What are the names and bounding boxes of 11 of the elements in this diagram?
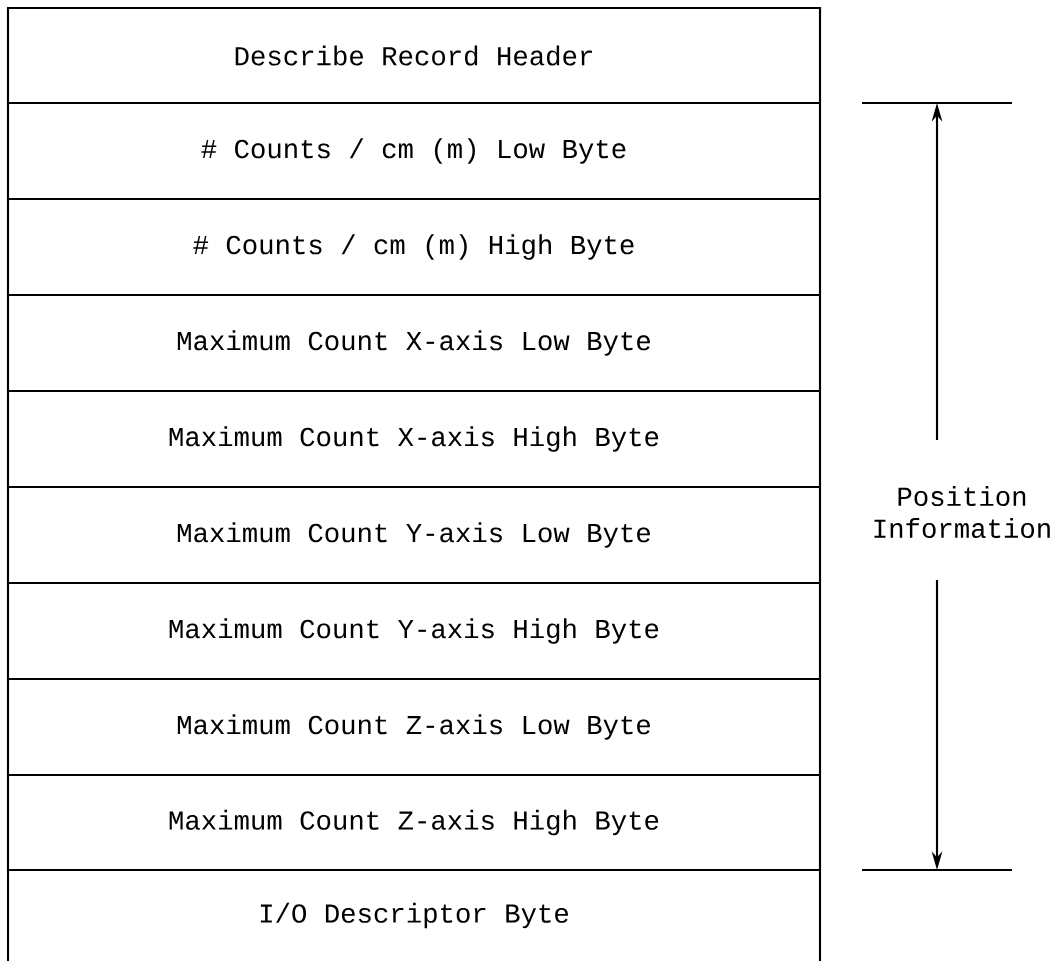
table-row: Maximum Count Z-axis High Byte bbox=[6, 773, 822, 870]
table-row: Maximum Count Y-axis Low Byte bbox=[6, 485, 822, 583]
table-row: Maximum Count Z-axis Low Byte bbox=[6, 677, 822, 775]
table-row: # Counts / cm (m) High Byte bbox=[6, 197, 822, 295]
table-row: Maximum Count X-axis Low Byte bbox=[6, 293, 822, 391]
table-row: I/O Descriptor Byte bbox=[6, 868, 822, 961]
table-row: # Counts / cm (m) Low Byte bbox=[6, 101, 822, 199]
dimension-label: Position Information bbox=[874, 486, 1050, 539]
table-row: Maximum Count X-axis High Byte bbox=[6, 389, 822, 487]
table-row: Maximum Count Y-axis High Byte bbox=[6, 581, 822, 679]
table-row: Describe Record Header bbox=[6, 6, 822, 103]
